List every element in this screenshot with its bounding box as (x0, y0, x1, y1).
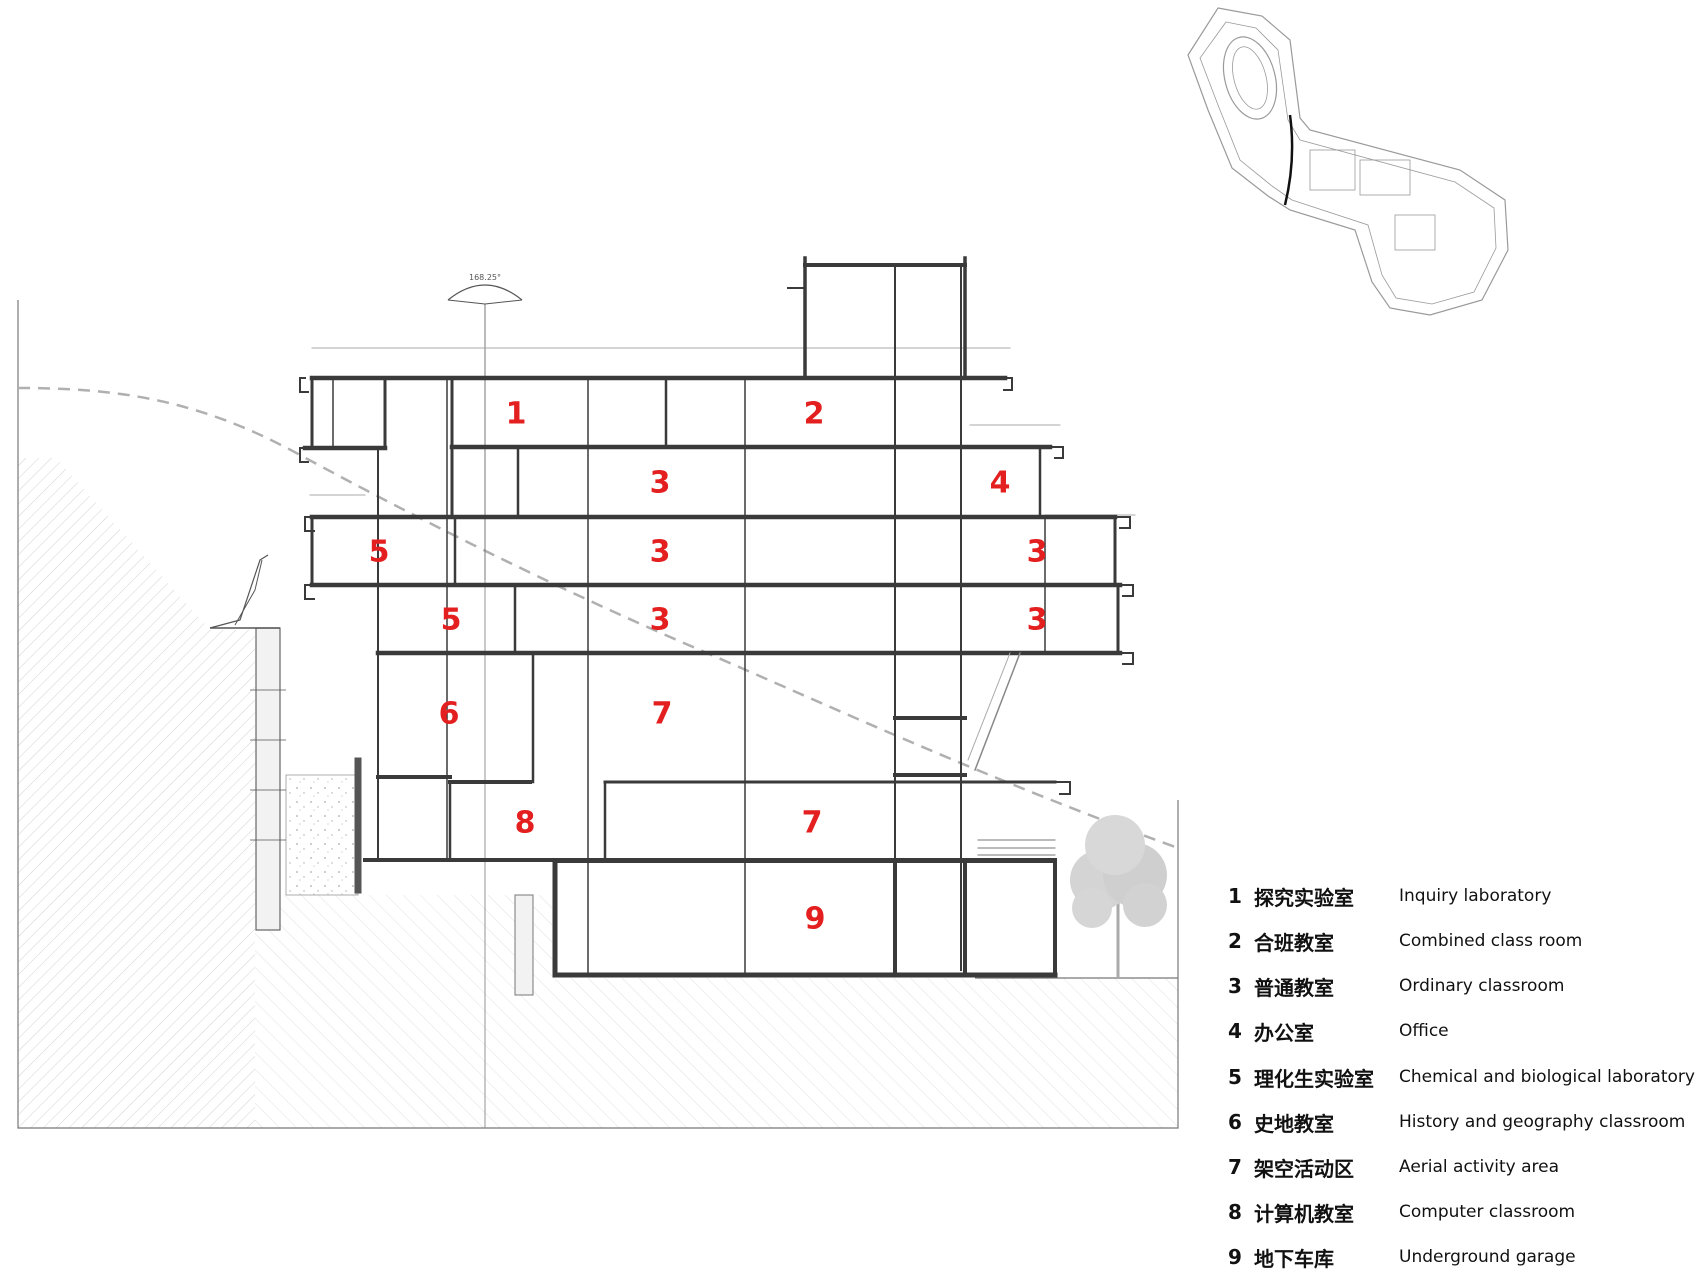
legend-item: 6 史地教室 History and geography classroom (1228, 1104, 1685, 1140)
legend-number: 8 (1228, 1200, 1242, 1224)
legend-number: 1 (1228, 884, 1242, 908)
legend-chinese-label: 架空活动区 (1254, 1156, 1354, 1181)
room-label-8: 8 (515, 806, 536, 841)
terrain-dashed-line (17, 386, 1179, 850)
legend-item: 8 计算机教室 Computer classroom (1228, 1194, 1575, 1230)
room-label-7: 7 (802, 806, 823, 841)
legend-english-label: Aerial activity area (1399, 1157, 1560, 1177)
room-label-2: 2 (804, 397, 825, 432)
room-label-7: 7 (652, 697, 673, 732)
legend-number: 6 (1228, 1110, 1242, 1134)
legend-english-label: Office (1399, 1021, 1449, 1041)
legend-item: 4 办公室 Office (1228, 1013, 1449, 1049)
room-label-3: 3 (1027, 535, 1048, 570)
room-labels: 1 2 3 4 5 3 3 5 3 3 6 7 8 7 9 (369, 397, 1048, 937)
legend-item: 9 地下车库 Underground garage (1228, 1239, 1576, 1275)
room-label-5: 5 (369, 535, 390, 570)
legend-chinese-label: 史地教室 (1254, 1111, 1334, 1136)
angle-annotation: 168.25° (447, 273, 523, 580)
legend-number: 2 (1228, 929, 1242, 953)
legend-chinese-label: 计算机教室 (1254, 1201, 1354, 1226)
legend-english-label: Combined class room (1399, 931, 1583, 951)
legend-number: 9 (1228, 1245, 1242, 1269)
legend-english-label: Underground garage (1399, 1247, 1576, 1267)
building-structure (299, 256, 1136, 978)
room-label-5: 5 (441, 603, 462, 638)
legend-number: 4 (1228, 1019, 1242, 1043)
legend-chinese-label: 探究实验室 (1254, 885, 1354, 910)
legend-item: 5 理化生实验室 Chemical and biological laborat… (1228, 1059, 1695, 1095)
earth-hatching (17, 300, 1179, 1129)
legend-chinese-label: 普通教室 (1254, 975, 1334, 1000)
tree-icon (1070, 815, 1167, 978)
legend-item: 1 探究实验室 Inquiry laboratory (1228, 878, 1551, 914)
legend-number: 5 (1228, 1065, 1242, 1089)
room-label-4: 4 (990, 466, 1011, 501)
site-key-plan (1187, 7, 1509, 316)
legend-english-label: Computer classroom (1399, 1202, 1576, 1222)
room-label-9: 9 (805, 902, 826, 937)
room-label-3: 3 (650, 535, 671, 570)
legend-chinese-label: 地下车库 (1254, 1246, 1334, 1271)
legend-english-label: Inquiry laboratory (1399, 886, 1552, 906)
legend-item: 7 架空活动区 Aerial activity area (1228, 1149, 1559, 1185)
legend-english-label: Chemical and biological laboratory (1399, 1067, 1695, 1087)
room-label-1: 1 (506, 397, 527, 432)
legend-english-label: History and geography classroom (1399, 1112, 1686, 1132)
legend-chinese-label: 办公室 (1254, 1020, 1314, 1045)
room-label-3: 3 (650, 466, 671, 501)
room-label-3: 3 (650, 603, 671, 638)
legend-item: 3 普通教室 Ordinary classroom (1228, 968, 1564, 1004)
legend-english-label: Ordinary classroom (1399, 976, 1565, 996)
angle-text: 168.25° (469, 273, 501, 282)
retaining-wall (209, 554, 534, 996)
room-label-6: 6 (439, 697, 460, 732)
legend-item: 2 合班教室 Combined class room (1228, 923, 1582, 959)
room-label-3: 3 (1027, 603, 1048, 638)
legend-number: 3 (1228, 974, 1242, 998)
legend-chinese-label: 理化生实验室 (1254, 1066, 1374, 1091)
legend-chinese-label: 合班教室 (1254, 930, 1334, 955)
legend-number: 7 (1228, 1155, 1242, 1179)
